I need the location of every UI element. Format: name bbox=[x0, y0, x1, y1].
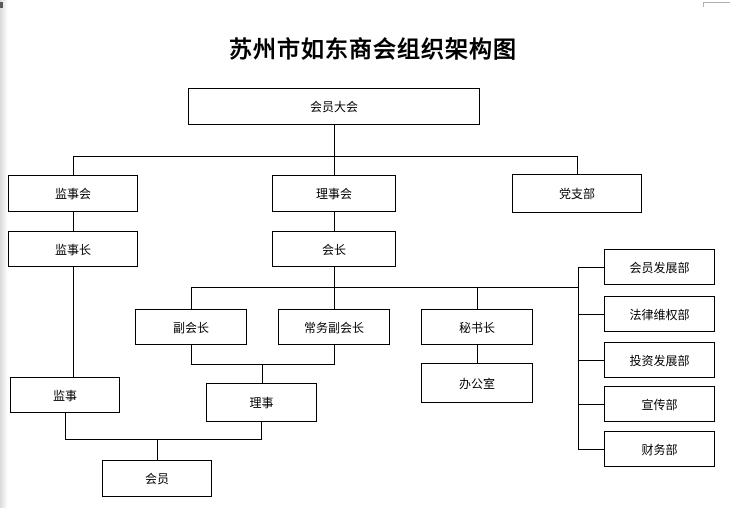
top-right-artifact-tick bbox=[703, 2, 704, 7]
connector-assembly-down bbox=[334, 125, 335, 156]
connector-row2-rail bbox=[73, 156, 578, 157]
connector-vice-president-down bbox=[191, 345, 192, 364]
connector-chief-supervisor-to-supervisor bbox=[73, 267, 74, 377]
connector-to-director bbox=[262, 364, 263, 383]
connector-to-secretary-general bbox=[477, 287, 478, 309]
node-vice-president: 副会长 bbox=[135, 309, 247, 345]
node-supervisory-board: 监事会 bbox=[8, 175, 138, 212]
connector-council-to-president bbox=[334, 212, 335, 231]
top-right-artifact bbox=[703, 2, 730, 3]
connector-to-dept-finance bbox=[578, 449, 604, 450]
node-executive-vice-president: 常务副会长 bbox=[278, 309, 390, 345]
connector-to-dept-investment-development bbox=[578, 360, 604, 361]
node-secretary-general: 秘书长 bbox=[421, 309, 533, 345]
connector-to-executive-vice-president bbox=[334, 287, 335, 309]
node-members-assembly: 会员大会 bbox=[188, 88, 480, 125]
connector-president-down bbox=[334, 267, 335, 287]
connector-supervisor-down bbox=[65, 413, 66, 439]
node-council: 理事会 bbox=[272, 175, 396, 212]
node-office: 办公室 bbox=[421, 363, 533, 403]
node-dept-publicity: 宣传部 bbox=[604, 386, 715, 422]
connector-board-to-chief-supervisor bbox=[73, 212, 74, 231]
connector-to-dept-member-development bbox=[578, 267, 604, 268]
connector-member-merge-rail bbox=[65, 439, 262, 440]
connector-executive-vp-down bbox=[334, 345, 335, 364]
node-dept-investment-development: 投资发展部 bbox=[604, 342, 715, 378]
node-dept-legal-rights: 法律维权部 bbox=[604, 296, 715, 332]
node-supervisor: 监事 bbox=[10, 377, 120, 413]
node-dept-member-development: 会员发展部 bbox=[604, 249, 715, 285]
node-president: 会长 bbox=[272, 231, 396, 267]
connector-department-spine bbox=[578, 267, 579, 450]
connector-to-dept-publicity bbox=[578, 404, 604, 405]
connector-to-vice-president bbox=[191, 287, 192, 309]
window-left-edge-shadow bbox=[0, 0, 8, 508]
node-dept-finance: 财务部 bbox=[604, 431, 715, 467]
connector-to-member bbox=[157, 439, 158, 460]
connector-vp-merge-rail bbox=[191, 364, 335, 365]
node-director: 理事 bbox=[206, 383, 317, 422]
connector-to-party-branch bbox=[577, 156, 578, 174]
node-party-branch: 党支部 bbox=[512, 174, 642, 213]
connector-secretary-to-office bbox=[477, 345, 478, 363]
connector-to-council bbox=[334, 156, 335, 175]
connector-to-supervisory-board bbox=[73, 156, 74, 175]
org-chart-title: 苏州市如东商会组织架构图 bbox=[229, 37, 517, 62]
node-member: 会员 bbox=[102, 460, 212, 497]
connector-director-down bbox=[261, 422, 262, 439]
corner-artifact bbox=[0, 2, 3, 8]
connector-leadership-rail bbox=[191, 287, 578, 288]
connector-to-dept-legal-rights bbox=[578, 314, 604, 315]
node-chief-supervisor: 监事长 bbox=[8, 231, 138, 267]
